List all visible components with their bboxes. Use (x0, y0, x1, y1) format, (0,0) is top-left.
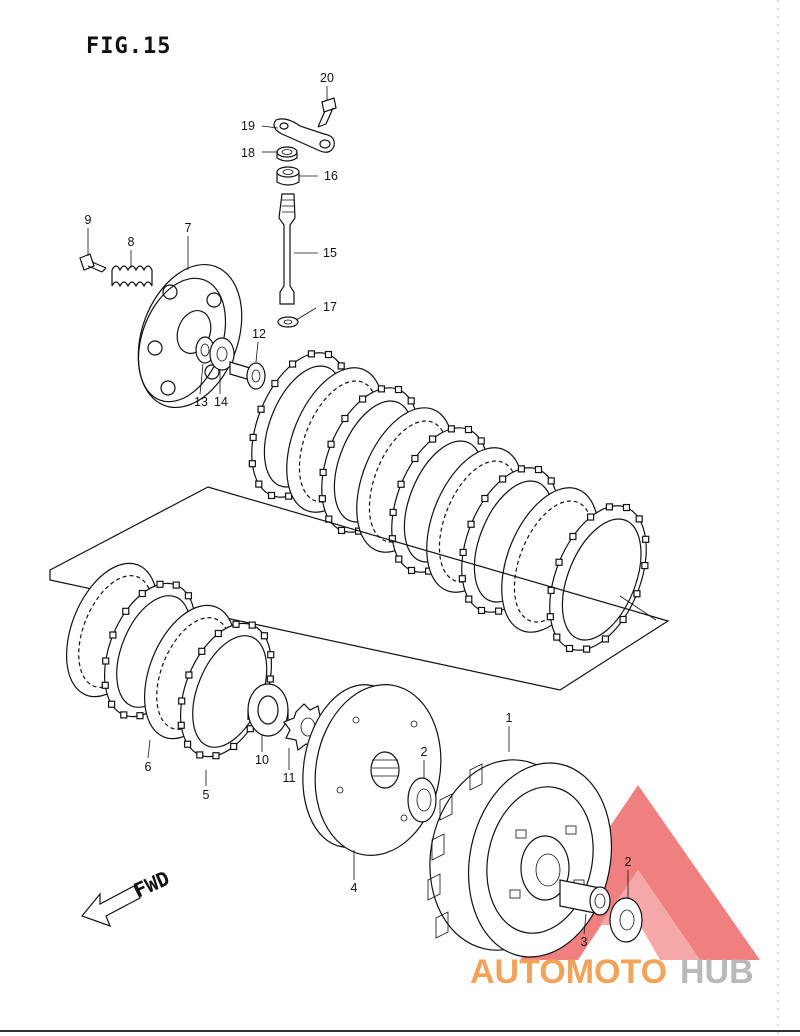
callout-17: 17 (323, 300, 337, 314)
callout-2-upper: 2 (421, 745, 428, 759)
watermark-part2: HUB (680, 953, 754, 991)
lower-plate-stack (65, 562, 275, 760)
fwd-arrow-icon: FWD (80, 866, 173, 928)
callout-9: 9 (85, 213, 92, 227)
part-4-sleeve-hub (302, 684, 442, 856)
callout-18: 18 (241, 146, 255, 160)
part-15-push-piece (278, 193, 296, 305)
upper-plate-9 (546, 503, 650, 653)
callout-4: 4 (351, 881, 358, 895)
stack-bracket-outline (49, 486, 670, 691)
part-19-release-lever (273, 118, 335, 153)
part-12-push-piece (229, 361, 266, 390)
callout-16: 16 (324, 169, 338, 183)
callout-20: 20 (320, 71, 334, 85)
part-10-nut (247, 683, 289, 737)
leader-lines (87, 86, 657, 935)
fwd-label: FWD (130, 866, 173, 903)
upper-plate-stack (248, 350, 650, 653)
callout-5: 5 (203, 788, 210, 802)
callout-15: 15 (323, 246, 337, 260)
callout-14: 14 (214, 395, 228, 409)
callout-13: 13 (194, 395, 208, 409)
callout-12: 12 (252, 327, 266, 341)
watermark-part1: AUTOMOTO (470, 953, 667, 991)
watermark-text: AUTOMOTO HUB (470, 953, 754, 991)
part-1-clutch-housing (427, 759, 613, 958)
part-2-thrust-washer-b (609, 897, 643, 943)
callout-1: 1 (506, 711, 513, 725)
part-16-bearing (276, 166, 300, 186)
callout-labels: 20 19 18 16 15 17 9 8 7 12 13 14 6 5 10 … (85, 71, 632, 949)
callout-7: 7 (185, 221, 192, 235)
part-3-spacer (559, 879, 611, 916)
part-14-washer (209, 337, 235, 371)
part-7-pressure-plate (137, 263, 243, 409)
callout-19: 19 (241, 119, 255, 133)
part-18-washer (276, 146, 298, 162)
part-9-bolt (79, 253, 107, 273)
part-8-spring (111, 265, 153, 288)
part-17-washer (277, 316, 299, 328)
callout-10: 10 (255, 753, 269, 767)
callout-8: 8 (128, 235, 135, 249)
callout-6: 6 (145, 760, 152, 774)
callout-11: 11 (283, 771, 296, 785)
figure-title: FIG.15 (86, 34, 172, 59)
part-20-bolt (317, 97, 337, 128)
callout-3: 3 (581, 935, 588, 949)
callout-2-lower: 2 (625, 855, 632, 869)
part-2-thrust-washer-a (407, 777, 437, 823)
